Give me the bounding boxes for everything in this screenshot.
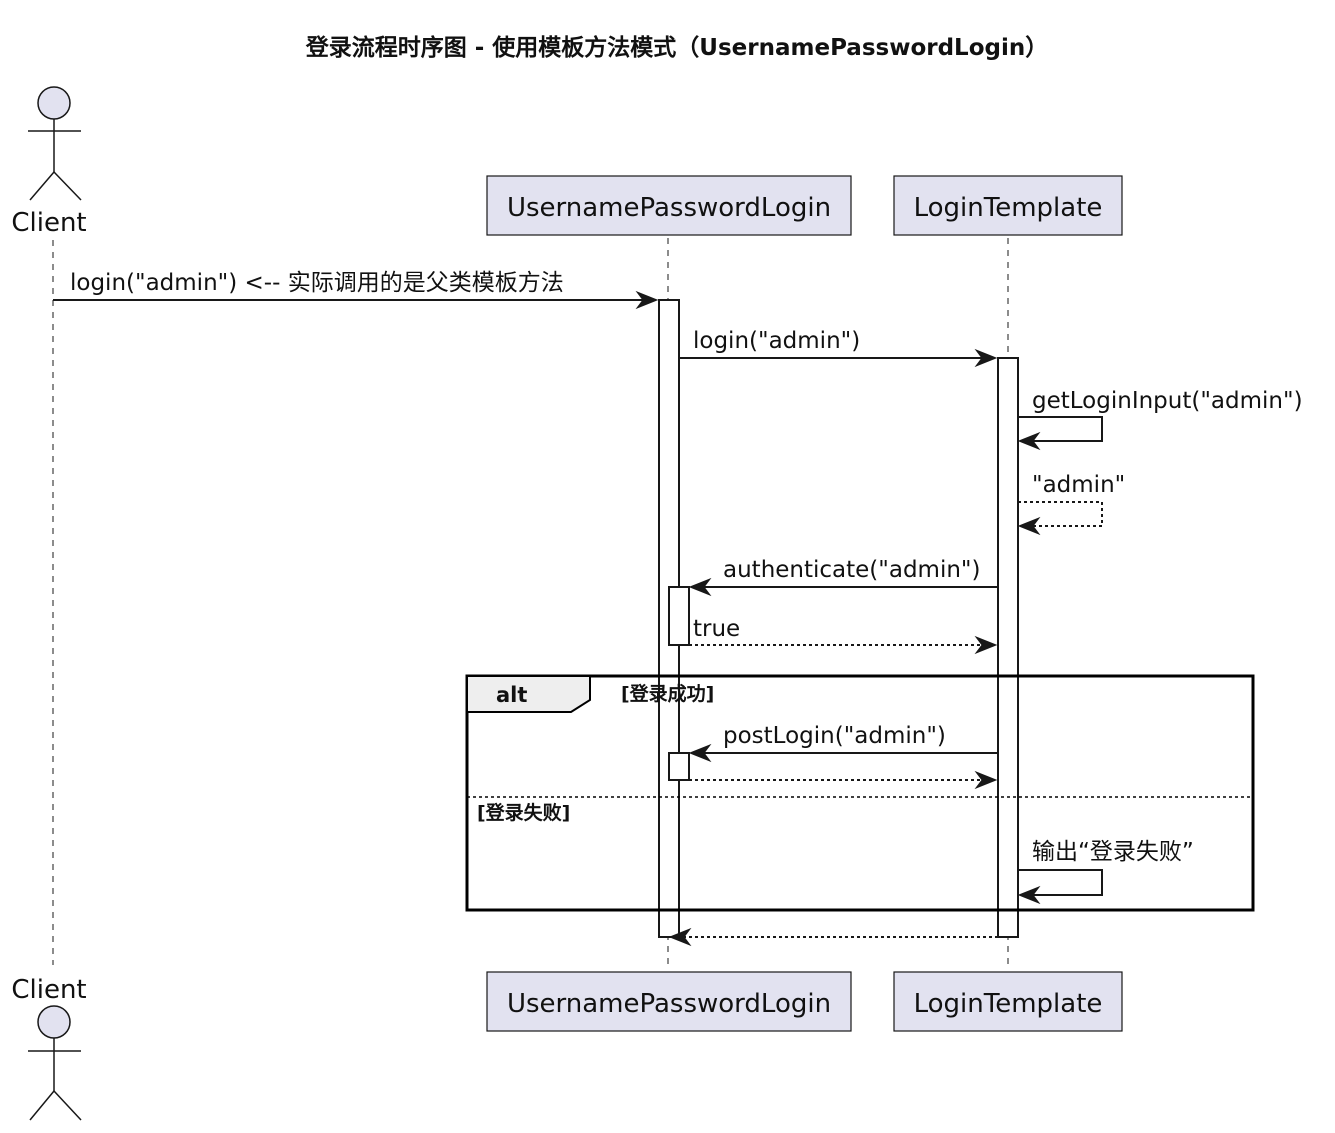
arrow-head-icon: [974, 348, 998, 368]
message-authenticate: authenticate("admin"): [688, 557, 998, 597]
participant-login-template-top: LoginTemplate: [893, 175, 1123, 236]
message-label: true: [693, 616, 740, 642]
actor-label-client-top: Client: [11, 208, 86, 238]
message-post-login-return: [689, 770, 998, 790]
arrow-head-icon: [668, 927, 692, 947]
message-output-failure: 输出“登录失败”: [1017, 839, 1194, 905]
message-get-login-input: getLoginInput("admin"): [1017, 388, 1303, 451]
message-label: 输出“登录失败”: [1032, 839, 1194, 865]
participant-username-password-login-top: UsernamePasswordLogin: [486, 175, 852, 236]
actor-client-top: Client: [11, 86, 87, 238]
arrow-head-icon: [974, 770, 998, 790]
activation-login-template: [997, 357, 1019, 938]
guard-failure: [登录失败]: [477, 801, 570, 824]
actor-head-icon: [37, 1005, 71, 1039]
arrow-head-icon: [1017, 885, 1041, 905]
activation-post-login: [668, 752, 690, 781]
message-label: login("admin"): [693, 328, 860, 354]
message-label: getLoginInput("admin"): [1032, 388, 1303, 414]
message-return-admin: "admin": [1017, 472, 1125, 536]
message-return-true: true: [689, 616, 998, 655]
guard-success: [登录成功]: [621, 682, 714, 705]
message-label: postLogin("admin"): [723, 723, 946, 749]
message-label: login("admin") <-- 实际调用的是父类模板方法: [70, 270, 564, 296]
alt-frame: alt [登录成功] [登录失败]: [465, 674, 1255, 912]
message-label: authenticate("admin"): [723, 557, 980, 583]
arrow-head-icon: [688, 743, 712, 763]
message-label: "admin": [1032, 472, 1125, 498]
message-post-login: postLogin("admin"): [688, 723, 998, 763]
participant-label: UsernamePasswordLogin: [507, 193, 831, 223]
arrow-head-icon: [688, 577, 712, 597]
arrow-head-icon: [974, 635, 998, 655]
message-final-return: [668, 927, 998, 947]
message-template-login: login("admin"): [679, 328, 998, 368]
arrow-head-icon: [1017, 516, 1041, 536]
participant-login-template-bottom: LoginTemplate: [893, 971, 1123, 1032]
activation-authenticate: [668, 586, 690, 646]
participant-label: LoginTemplate: [914, 989, 1103, 1019]
message-client-login: login("admin") <-- 实际调用的是父类模板方法: [53, 270, 659, 310]
actor-label-client-bottom: Client: [11, 975, 86, 1005]
participant-username-password-login-bottom: UsernamePasswordLogin: [486, 971, 852, 1032]
actor-head-icon: [37, 86, 71, 120]
alt-label: alt: [496, 683, 527, 707]
arrow-head-icon: [1017, 431, 1041, 451]
alt-frame-border: [465, 674, 1255, 912]
participant-label: LoginTemplate: [914, 193, 1103, 223]
diagram-title: 登录流程时序图 - 使用模板方法模式（UsernamePasswordLogin…: [305, 34, 1049, 61]
participant-label: UsernamePasswordLogin: [507, 989, 831, 1019]
alt-tab: [466, 675, 591, 713]
arrow-head-icon: [635, 290, 659, 310]
actor-client-bottom: Client: [11, 975, 87, 1121]
